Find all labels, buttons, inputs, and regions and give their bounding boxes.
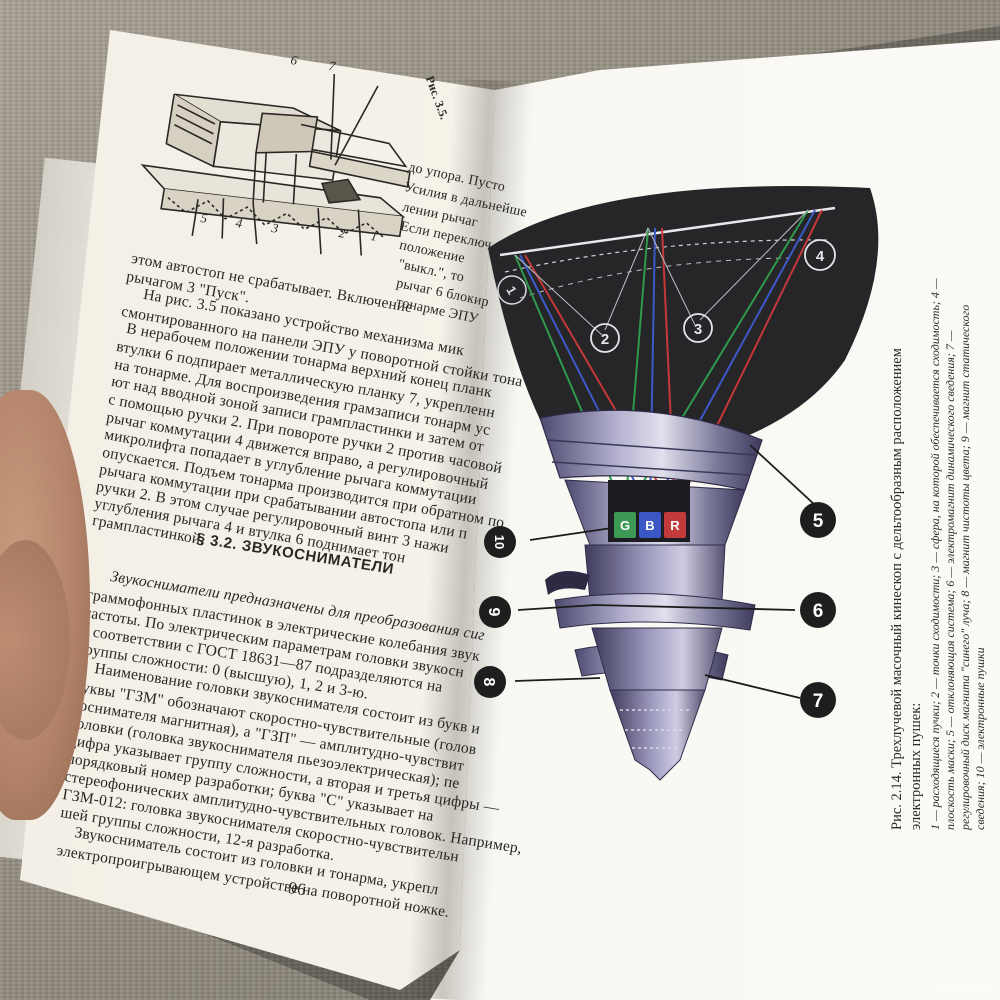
callout-label-8: 8 <box>480 678 497 687</box>
thumb <box>0 540 70 740</box>
gun-blue <box>639 512 661 538</box>
caption-legend: 1 — расходящиеся пучки; 2 — точки сходим… <box>928 278 987 830</box>
callout-label-5: 5 <box>813 511 824 532</box>
callout-label-10: 10 <box>492 535 507 549</box>
callout-label-9: 9 <box>485 608 502 617</box>
gun-green <box>614 512 636 538</box>
callout-label-4: 4 <box>816 248 825 265</box>
callout-2 <box>590 323 620 353</box>
figure-caption: Рис. 2.14. Трехлучевой масочный кинескоп… <box>888 270 988 830</box>
mask-plane <box>519 257 791 299</box>
watermark: www.ay.by <box>940 982 992 994</box>
gun-label-green: G <box>620 518 630 533</box>
static-convergence-ring <box>554 593 756 631</box>
kinescope-bulb <box>488 186 879 452</box>
callout-10 <box>484 526 516 558</box>
caption-title: Рис. 2.14. Трехлучевой масочный кинескоп… <box>889 348 924 830</box>
callout-label-2: 2 <box>601 331 609 348</box>
callout-9 <box>479 596 511 628</box>
kinescope-neck-mid <box>584 544 726 601</box>
kinescope-base <box>609 689 706 781</box>
screen-plane <box>499 206 836 257</box>
callout-label-6: 6 <box>813 601 824 622</box>
callout-5 <box>800 502 836 538</box>
callout-label-7: 7 <box>813 691 824 712</box>
kinescope-neck-lower <box>591 627 723 691</box>
callout-8 <box>474 666 506 698</box>
callout-1 <box>497 275 527 305</box>
gun-red <box>664 512 686 538</box>
gun-label-red: R <box>670 518 680 533</box>
callout-label-3: 3 <box>694 321 702 338</box>
callout-markers <box>474 239 836 718</box>
callout-6 <box>800 592 836 628</box>
deflection-yoke <box>539 409 763 491</box>
electron-guns <box>614 512 686 538</box>
callout-7 <box>800 682 836 718</box>
callout-3 <box>683 313 713 343</box>
callout-4 <box>804 239 836 271</box>
gun-label-blue: B <box>645 518 654 533</box>
